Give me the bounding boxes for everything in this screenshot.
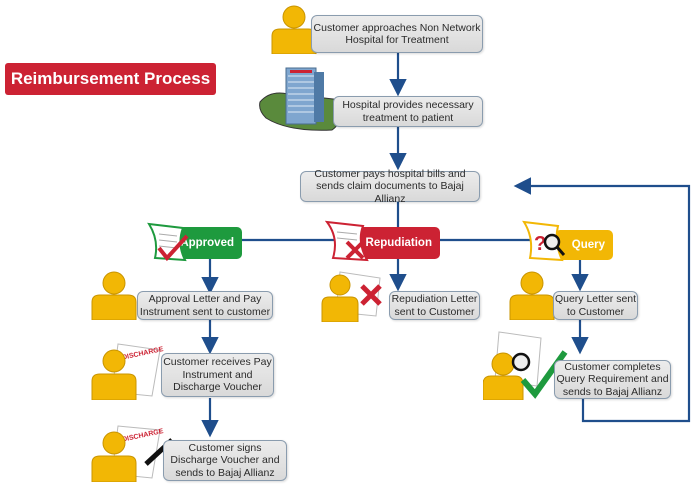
- query-document-magnifier-icon: ?: [522, 220, 566, 262]
- repudiation-document-x-icon: [325, 220, 369, 262]
- approved-document-check-icon: [147, 222, 189, 262]
- discharge-sign-pen-icon: DISCHARGE: [91, 425, 174, 482]
- step-pays: Customer pays hospital bills and sends c…: [300, 168, 480, 205]
- step-approval-letter: Approval Letter and Pay Instrument sent …: [137, 291, 273, 320]
- svg-text:?: ?: [534, 233, 546, 255]
- step-treatment: Hospital provides necessary treatment to…: [333, 96, 483, 127]
- badge-query: Query: [555, 230, 613, 260]
- loop-back-arrow: [513, 177, 691, 423]
- step-repudiation-letter: Repudiation Letter sent to Customer: [389, 291, 480, 320]
- page-title: Reimbursement Process: [5, 63, 216, 95]
- person-query-complete-check-icon: [483, 331, 568, 400]
- discharge-document-icon: DISCHARGE: [91, 343, 164, 400]
- step-approach: Customer approaches Non Network Hospital…: [311, 15, 483, 53]
- person-icon: [91, 271, 137, 320]
- step-completes: Customer completes Query Requirement and…: [554, 360, 671, 399]
- person-repudiation-x-icon: [321, 271, 382, 322]
- hospital-building-icon: [259, 67, 344, 131]
- step-receives: Customer receives Pay Instrument and Dis…: [161, 353, 274, 397]
- step-query-letter: Query Letter sent to Customer: [553, 291, 638, 320]
- person-icon: [509, 271, 555, 320]
- step-signs: Customer signs Discharge Voucher and sen…: [163, 440, 287, 481]
